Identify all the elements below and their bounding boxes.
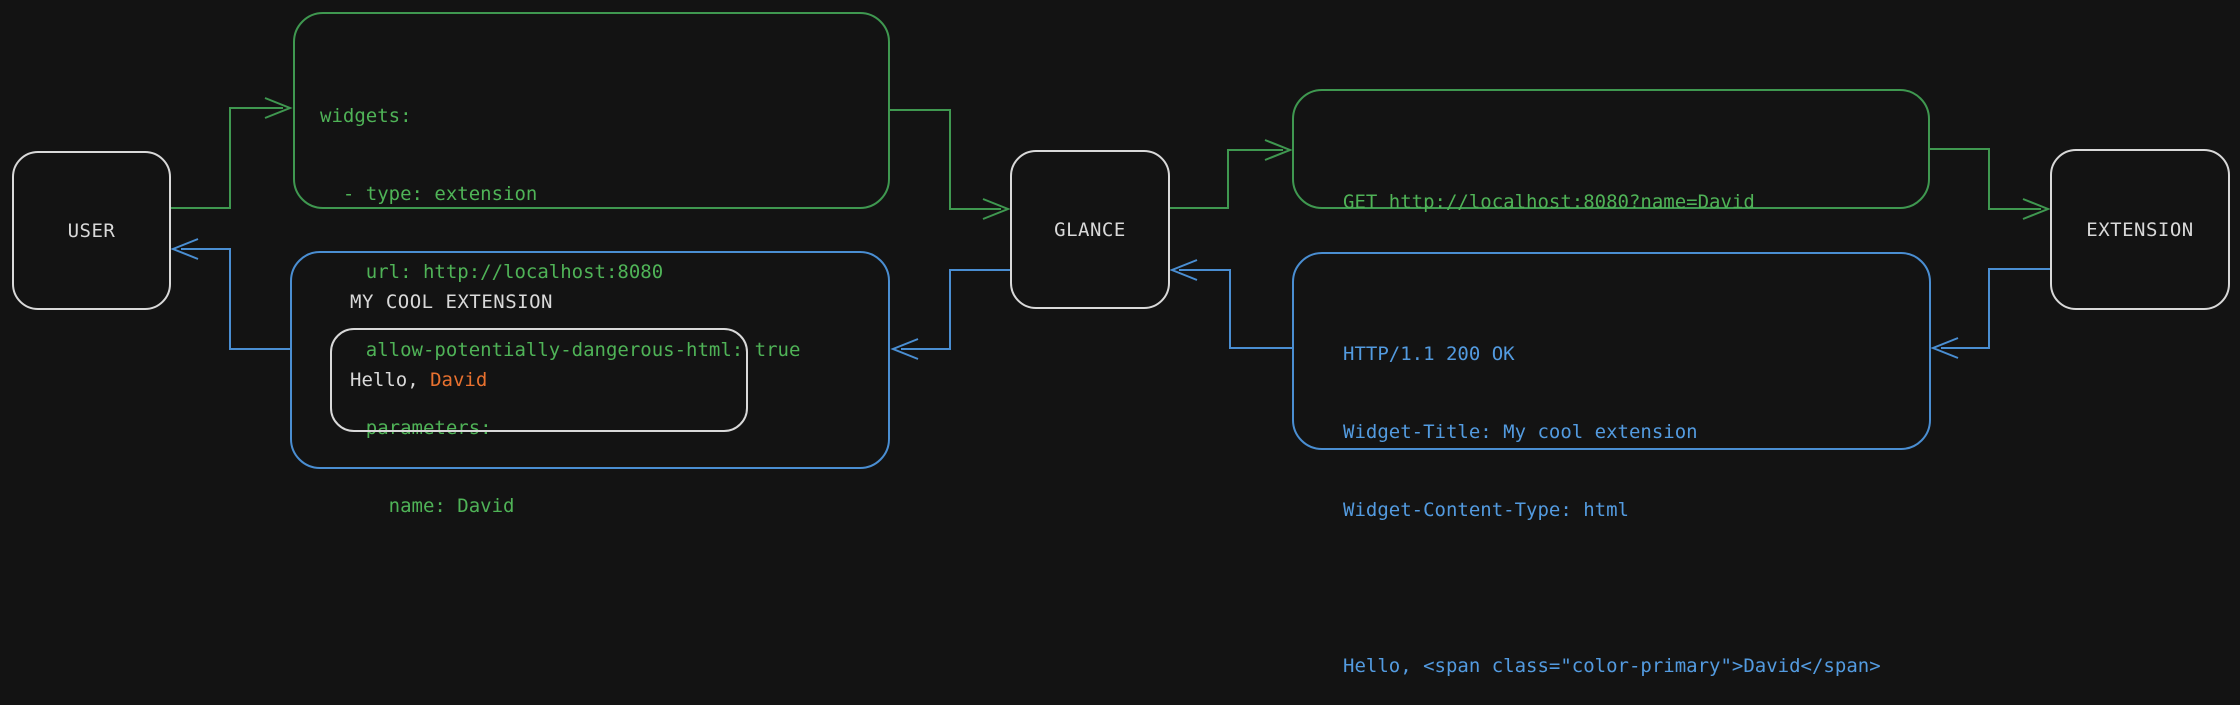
widget-title: MY COOL EXTENSION (350, 291, 553, 313)
connector-response-to-glance (1169, 259, 1292, 349)
greeting-prefix: Hello, (350, 369, 431, 391)
http-response-line (1343, 575, 1929, 601)
greeting-box: Hello, David (330, 328, 748, 432)
node-glance: GLANCE (1010, 150, 1170, 309)
connector-widget-to-user (170, 238, 290, 350)
connector-glance-to-widget (890, 269, 1010, 360)
node-glance-label: GLANCE (1054, 218, 1126, 241)
arrowhead-left-icon (1169, 259, 1198, 281)
http-response-line: HTTP/1.1 200 OK (1343, 343, 1515, 365)
http-response-line: Widget-Title: My cool extension (1343, 421, 1698, 443)
http-response-line: Widget-Content-Type: html (1343, 499, 1629, 521)
connector-extension-to-response (1930, 268, 2050, 359)
yaml-line: widgets: (320, 105, 412, 127)
connector-config-to-glance (890, 109, 1011, 220)
arrowhead-left-icon (1930, 337, 1959, 359)
yaml-config-box: widgets: - type: extension url: http://l… (293, 12, 890, 517)
connector-layer (170, 97, 2051, 360)
http-response-line: Hello, <span class="color-primary">David… (1343, 655, 1881, 677)
arrowhead-left-icon (170, 238, 199, 260)
node-extension-label: EXTENSION (2086, 218, 2194, 241)
arrowhead-right-icon (982, 198, 1011, 220)
greeting-name: David (430, 369, 488, 391)
connector-user-to-config (171, 97, 293, 209)
yaml-line: allow-potentially-dangerous-html: true (320, 339, 801, 361)
yaml-line: name: David (320, 495, 515, 517)
arrowhead-right-icon (264, 97, 293, 119)
arrowhead-right-icon (1264, 139, 1293, 161)
http-request-line: GET http://localhost:8080?name=David (1343, 191, 1755, 213)
node-extension: EXTENSION (2050, 149, 2230, 310)
yaml-line: parameters: (320, 417, 492, 439)
connector-request-to-extension (1930, 148, 2051, 220)
yaml-line: url: http://localhost:8080 (320, 261, 664, 283)
yaml-line: - type: extension (320, 183, 538, 205)
connector-glance-to-request (1170, 139, 1293, 209)
http-request-box: GET http://localhost:8080?name=David (1292, 89, 1930, 213)
http-response-box: HTTP/1.1 200 OK Widget-Title: My cool ex… (1292, 252, 1931, 677)
node-user: USER (12, 151, 171, 310)
node-user-label: USER (67, 219, 116, 242)
arrowhead-left-icon (890, 338, 919, 360)
arrowhead-right-icon (2022, 198, 2051, 220)
widget-preview-box: MY COOL EXTENSION Hello, David (290, 251, 890, 469)
